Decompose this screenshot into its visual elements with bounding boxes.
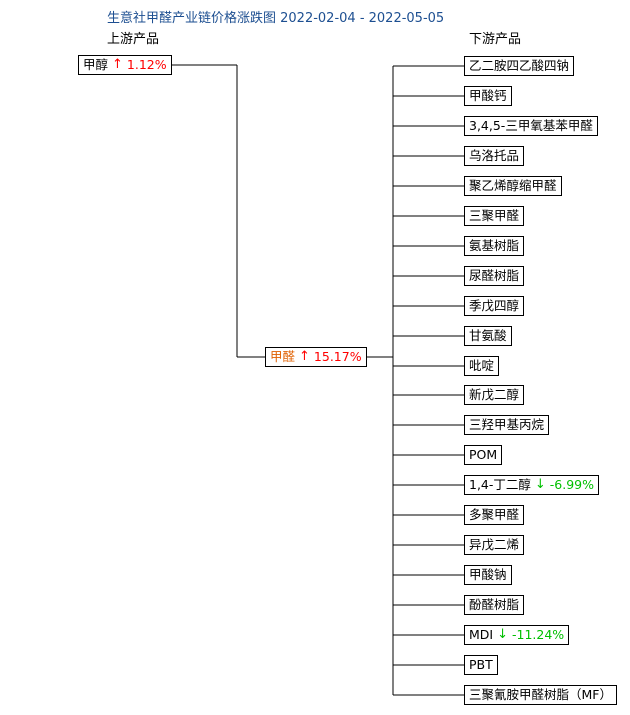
downstream-node[interactable]: 3,4,5-三甲氧基苯甲醛 bbox=[464, 116, 598, 136]
downstream-name: 氨基树脂 bbox=[469, 238, 520, 253]
downstream-name: PBT bbox=[469, 657, 493, 672]
downstream-node[interactable]: PBT bbox=[464, 655, 498, 675]
downstream-name: 甲酸钙 bbox=[469, 88, 507, 103]
center-name: 甲醛 bbox=[270, 349, 296, 364]
downstream-name: 异戊二烯 bbox=[469, 537, 520, 552]
downstream-name: 甘氨酸 bbox=[469, 328, 507, 343]
down-arrow-icon: ↓ bbox=[534, 477, 546, 492]
downstream-node[interactable]: 尿醛树脂 bbox=[464, 266, 525, 286]
downstream-change: -11.24% bbox=[512, 627, 565, 642]
downstream-name: 1,4-丁二醇 bbox=[469, 477, 531, 492]
downstream-node[interactable]: 甘氨酸 bbox=[464, 326, 512, 346]
downstream-name: 乙二胺四乙酸四钠 bbox=[469, 58, 570, 73]
downstream-node[interactable]: 甲酸钙 bbox=[464, 86, 512, 106]
downstream-node[interactable]: 乙二胺四乙酸四钠 bbox=[464, 56, 575, 76]
downstream-name: 聚乙烯醇缩甲醛 bbox=[469, 178, 557, 193]
downstream-name: 季戊四醇 bbox=[469, 298, 520, 313]
downstream-node[interactable]: 乌洛托品 bbox=[464, 146, 525, 166]
downstream-name: 酚醛树脂 bbox=[469, 597, 520, 612]
upstream-name: 甲醇 bbox=[83, 57, 109, 72]
up-arrow-icon: ↑ bbox=[112, 57, 123, 72]
downstream-name: MDI bbox=[469, 627, 494, 642]
downstream-node[interactable]: 1,4-丁二醇↓-6.99% bbox=[464, 475, 600, 495]
upstream-header: 上游产品 bbox=[107, 32, 160, 47]
downstream-node[interactable]: POM bbox=[464, 445, 503, 465]
downstream-header: 下游产品 bbox=[469, 32, 522, 47]
downstream-node[interactable]: 异戊二烯 bbox=[464, 535, 525, 555]
upstream-change: 1.12% bbox=[126, 57, 167, 72]
downstream-node[interactable]: 聚乙烯醇缩甲醛 bbox=[464, 176, 562, 196]
downstream-name: 三羟甲基丙烷 bbox=[469, 417, 545, 432]
center-node-formaldehyde[interactable]: 甲醛 ↑ 15.17% bbox=[265, 347, 367, 367]
downstream-node[interactable]: 三羟甲基丙烷 bbox=[464, 415, 550, 435]
downstream-name: 3,4,5-三甲氧基苯甲醛 bbox=[469, 118, 593, 133]
downstream-change: -6.99% bbox=[549, 477, 595, 492]
downstream-node[interactable]: 甲酸钠 bbox=[464, 565, 512, 585]
downstream-name: POM bbox=[469, 447, 498, 462]
downstream-node[interactable]: 新戊二醇 bbox=[464, 385, 525, 405]
downstream-node[interactable]: 酚醛树脂 bbox=[464, 595, 525, 615]
downstream-node[interactable]: 三聚甲醛 bbox=[464, 206, 525, 226]
downstream-name: 三聚氰胺甲醛树脂（MF） bbox=[469, 687, 612, 702]
downstream-node[interactable]: 氨基树脂 bbox=[464, 236, 525, 256]
downstream-node[interactable]: 季戊四醇 bbox=[464, 296, 525, 316]
downstream-node[interactable]: MDI↓-11.24% bbox=[464, 625, 570, 645]
down-arrow-icon: ↓ bbox=[497, 627, 509, 642]
downstream-node[interactable]: 三聚氰胺甲醛树脂（MF） bbox=[464, 685, 617, 705]
downstream-node[interactable]: 吡啶 bbox=[464, 356, 500, 376]
downstream-name: 多聚甲醛 bbox=[469, 507, 520, 522]
center-change: 15.17% bbox=[313, 349, 362, 364]
downstream-name: 吡啶 bbox=[469, 358, 495, 373]
downstream-node[interactable]: 多聚甲醛 bbox=[464, 505, 525, 525]
downstream-name: 甲酸钠 bbox=[469, 567, 507, 582]
downstream-name: 乌洛托品 bbox=[469, 148, 520, 163]
downstream-name: 新戊二醇 bbox=[469, 387, 520, 402]
chart-title: 生意社甲醛产业链价格涨跌图 2022-02-04 - 2022-05-05 bbox=[107, 11, 445, 26]
downstream-name: 三聚甲醛 bbox=[469, 208, 520, 223]
upstream-node-methanol[interactable]: 甲醇 ↑ 1.12% bbox=[78, 55, 172, 75]
up-arrow-icon: ↑ bbox=[299, 349, 310, 364]
downstream-name: 尿醛树脂 bbox=[469, 268, 520, 283]
